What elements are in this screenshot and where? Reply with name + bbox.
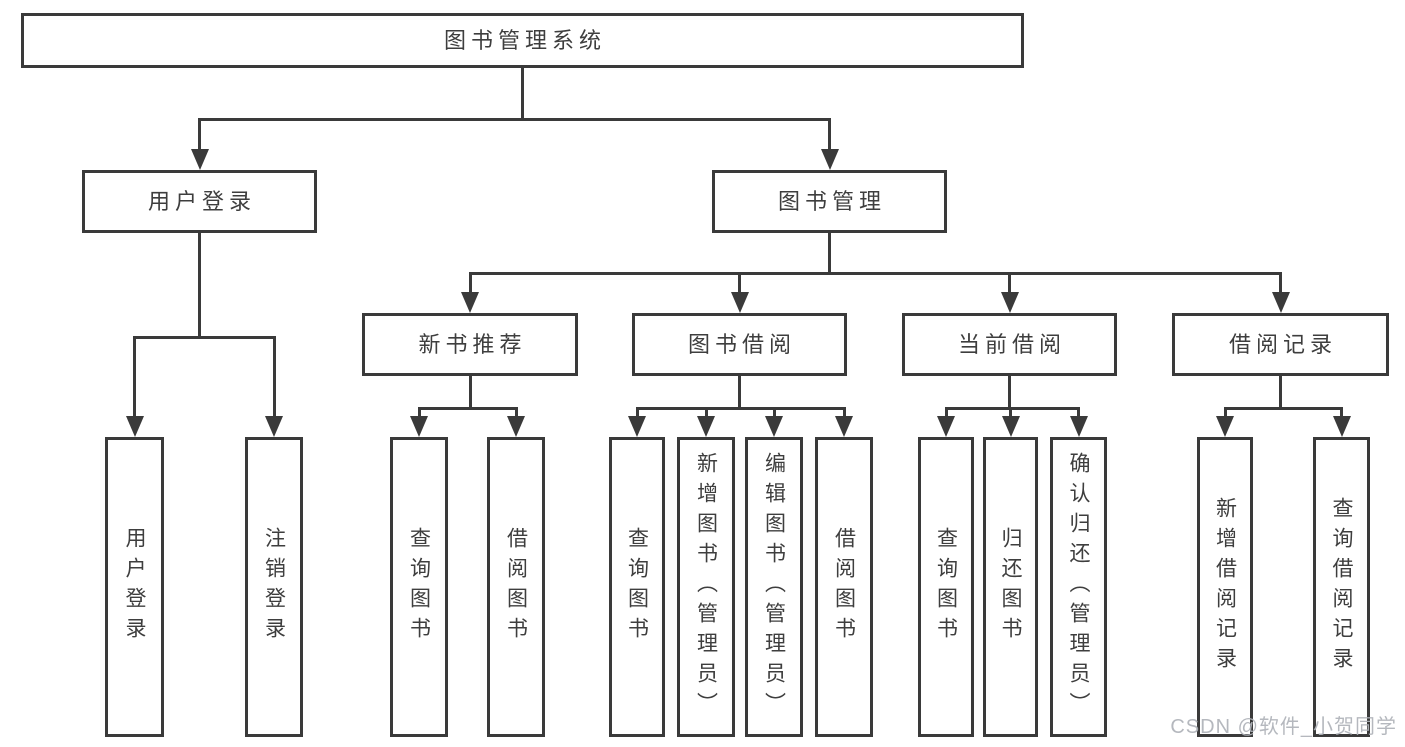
connector-stem: [198, 233, 201, 337]
node-cb-confirm-return: 确认归还（管理员）: [1050, 437, 1107, 737]
connector-arrow-shaft: [772, 408, 776, 418]
node-bb-add-books: 新增图书（管理员）: [677, 437, 735, 737]
node-new-book-rec: 新书推荐: [362, 313, 578, 376]
arrowhead-down-icon: [461, 292, 479, 313]
connector-stem: [828, 233, 831, 273]
node-login: 用户登录: [105, 437, 164, 737]
node-label: 借阅图书: [832, 527, 856, 647]
connector-bus: [198, 117, 831, 121]
node-label: 用户登录: [147, 188, 256, 214]
arrowhead-down-icon: [628, 416, 646, 437]
connector-bus: [1223, 406, 1343, 410]
arrowhead-down-icon: [835, 416, 853, 437]
connector-arrow-shaft: [514, 408, 518, 418]
node-nbr-query-books: 查询图书: [390, 437, 448, 737]
node-current-borrow: 当前借阅: [902, 313, 1117, 376]
node-label: 用户登录: [123, 527, 146, 647]
arrowhead-down-icon: [697, 416, 715, 437]
connector-arrow-shaft: [1223, 408, 1227, 418]
arrowhead-down-icon: [190, 149, 209, 170]
arrowhead-down-icon: [1069, 416, 1088, 437]
connector-stem: [521, 68, 524, 119]
arrowhead-down-icon: [1332, 416, 1351, 437]
connector-arrow-shaft: [133, 337, 136, 418]
arrowhead-down-icon: [265, 416, 283, 437]
node-label: 图书管理: [777, 188, 886, 214]
connector-arrow-shaft: [1279, 273, 1282, 294]
connector-bus: [417, 406, 518, 410]
node-cb-return-books: 归还图书: [983, 437, 1038, 737]
node-label: 编辑图书（管理员）: [762, 452, 786, 722]
node-nbr-borrow-books: 借阅图书: [487, 437, 545, 737]
node-label: 图书管理系统: [443, 27, 606, 53]
arrowhead-down-icon: [125, 416, 144, 437]
node-bb-query-books: 查询图书: [609, 437, 665, 737]
arrowhead-down-icon: [1000, 292, 1019, 313]
node-user-login: 用户登录: [82, 170, 317, 233]
connector-bus: [944, 406, 1080, 410]
connector-arrow-shaft: [828, 119, 831, 151]
node-br-add-record: 新增借阅记录: [1197, 437, 1253, 737]
node-label: 借阅图书: [504, 527, 528, 647]
connector-arrow-shaft: [198, 119, 201, 151]
watermark-text: CSDN @软件_小贺同学: [1170, 716, 1397, 738]
connector-arrow-shaft: [1077, 408, 1080, 418]
node-label: 查询图书: [407, 527, 431, 647]
node-root: 图书管理系统: [21, 13, 1024, 68]
connector-arrow-shaft: [635, 408, 639, 418]
arrowhead-down-icon: [730, 292, 749, 313]
connector-arrow-shaft: [842, 408, 846, 418]
node-label: 新增借阅记录: [1213, 497, 1237, 677]
node-label: 当前借阅: [957, 331, 1066, 357]
connector-stem: [1008, 376, 1011, 408]
connector-arrow-shaft: [468, 273, 472, 294]
connector-arrow-shaft: [1009, 408, 1012, 418]
arrowhead-down-icon: [820, 149, 839, 170]
connector-stem: [1279, 376, 1282, 408]
connector-arrow-shaft: [1008, 273, 1011, 294]
node-book-borrow: 图书借阅: [632, 313, 847, 376]
arrowhead-down-icon: [507, 416, 525, 437]
connector-bus: [635, 406, 846, 410]
arrowhead-down-icon: [937, 416, 955, 437]
node-logout: 注销登录: [245, 437, 303, 737]
node-br-query-record: 查询借阅记录: [1313, 437, 1370, 737]
arrowhead-down-icon: [410, 416, 428, 437]
node-borrow-records: 借阅记录: [1172, 313, 1389, 376]
connector-arrow-shaft: [944, 408, 948, 418]
connector-arrow-shaft: [1340, 408, 1343, 418]
node-label: 借阅记录: [1228, 331, 1337, 357]
node-bb-borrow-books: 借阅图书: [815, 437, 873, 737]
node-label: 查询图书: [625, 527, 649, 647]
node-label: 新增图书（管理员）: [694, 452, 718, 722]
arrowhead-down-icon: [1001, 416, 1020, 437]
connector-stem: [738, 376, 741, 408]
node-label: 注销登录: [262, 527, 286, 647]
connector-bus: [133, 335, 276, 339]
node-label: 查询借阅记录: [1330, 497, 1353, 677]
node-label: 归还图书: [999, 527, 1022, 647]
connector-bus: [468, 271, 1282, 275]
node-label: 图书借阅: [687, 331, 796, 357]
arrowhead-down-icon: [1271, 292, 1290, 313]
connector-arrow-shaft: [272, 337, 276, 418]
node-bb-edit-books: 编辑图书（管理员）: [745, 437, 803, 737]
connector-stem: [468, 376, 472, 408]
arrowhead-down-icon: [1216, 416, 1234, 437]
node-label: 确认归还（管理员）: [1067, 452, 1090, 722]
arrowhead-down-icon: [765, 416, 783, 437]
node-label: 查询图书: [934, 527, 958, 647]
connector-arrow-shaft: [704, 408, 708, 418]
connector-arrow-shaft: [738, 273, 741, 294]
node-label: 新书推荐: [418, 331, 527, 357]
node-book-mgmt: 图书管理: [712, 170, 947, 233]
connector-arrow-shaft: [417, 408, 421, 418]
node-cb-query-books: 查询图书: [918, 437, 974, 737]
